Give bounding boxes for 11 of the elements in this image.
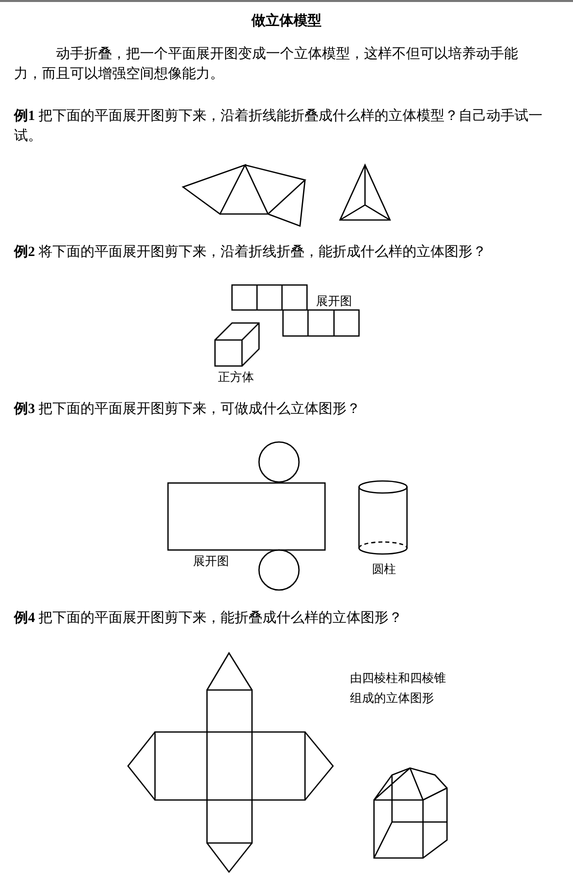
diagram-label: 展开图: [316, 293, 352, 310]
diagram-label: 正方体: [218, 369, 254, 386]
question-text: 例4 把下面的平面展开图剪下来，能折叠成什么样的立体图形？: [14, 609, 404, 628]
paragraph: 动手折叠，把一个平面展开图变成一个立体模型，这样不但可以培养动手能力，而且可以增强空间想像能力。: [14, 45, 519, 84]
question-text: 例1 把下面的平面展开图剪下来，沿着折线能折叠成什么样的立体模型？自己动手试一试。: [14, 107, 544, 146]
diagram-label: 由四棱柱和四棱锥组成的立体图形: [350, 670, 447, 707]
question-text: 例3 把下面的平面展开图剪下来，可做成什么立体图形？: [14, 400, 362, 419]
title: 做立体模型: [250, 12, 322, 31]
diagram-label: 圆柱: [372, 561, 396, 578]
diagram-label: 展开图: [193, 553, 229, 570]
question-text: 例2 将下面的平面展开图剪下来，沿着折线折叠，能折成什么样的立体图形？: [14, 243, 488, 262]
